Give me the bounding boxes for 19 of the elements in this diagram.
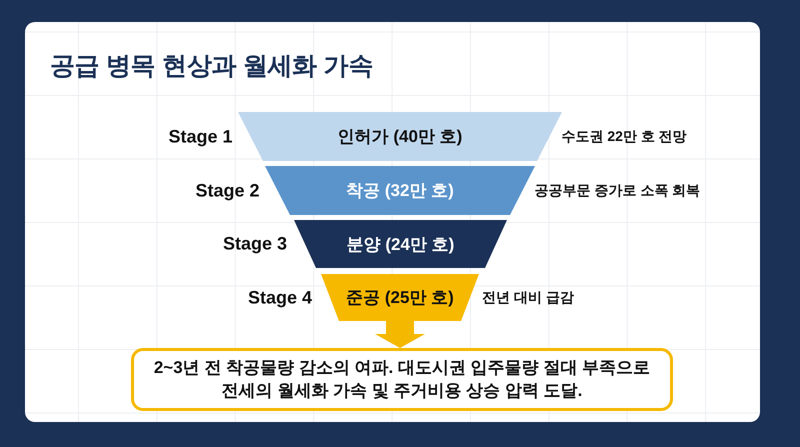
funnel-stage: [238, 112, 562, 161]
funnel-stage: [265, 166, 535, 215]
stage-title: 인허가 (40만 호): [338, 126, 462, 148]
slide-title: 공급 병목 현상과 월세화 가속: [50, 51, 373, 82]
stage-label: Stage 4: [248, 287, 312, 308]
block-arrow: [375, 321, 425, 348]
stage-title: 착공 (32만 호): [346, 180, 454, 202]
funnel-stage: [294, 220, 507, 268]
stage-label: Stage 1: [168, 126, 232, 147]
stage-label: Stage 3: [222, 234, 287, 254]
stage-note: 수도권 22만 호 전망: [562, 128, 687, 146]
summary-text: 2~3년 전 착공물량 감소의 여파. 대도시권 입주물량 절대 부족으로 전세의 월세화 가속 및 주거비용 상승 압력 도달.: [152, 356, 652, 402]
funnel-stage: [321, 274, 479, 321]
stage-title: 준공 (25만 호): [346, 287, 454, 309]
stage-note: 전년 대비 급감: [482, 288, 574, 306]
stage-note: 공공부문 증가로 소폭 회복: [534, 182, 700, 200]
summary-box: [131, 348, 673, 411]
stage-label: Stage 2: [195, 180, 260, 201]
stage-title: 분양 (24만 호): [346, 234, 454, 256]
